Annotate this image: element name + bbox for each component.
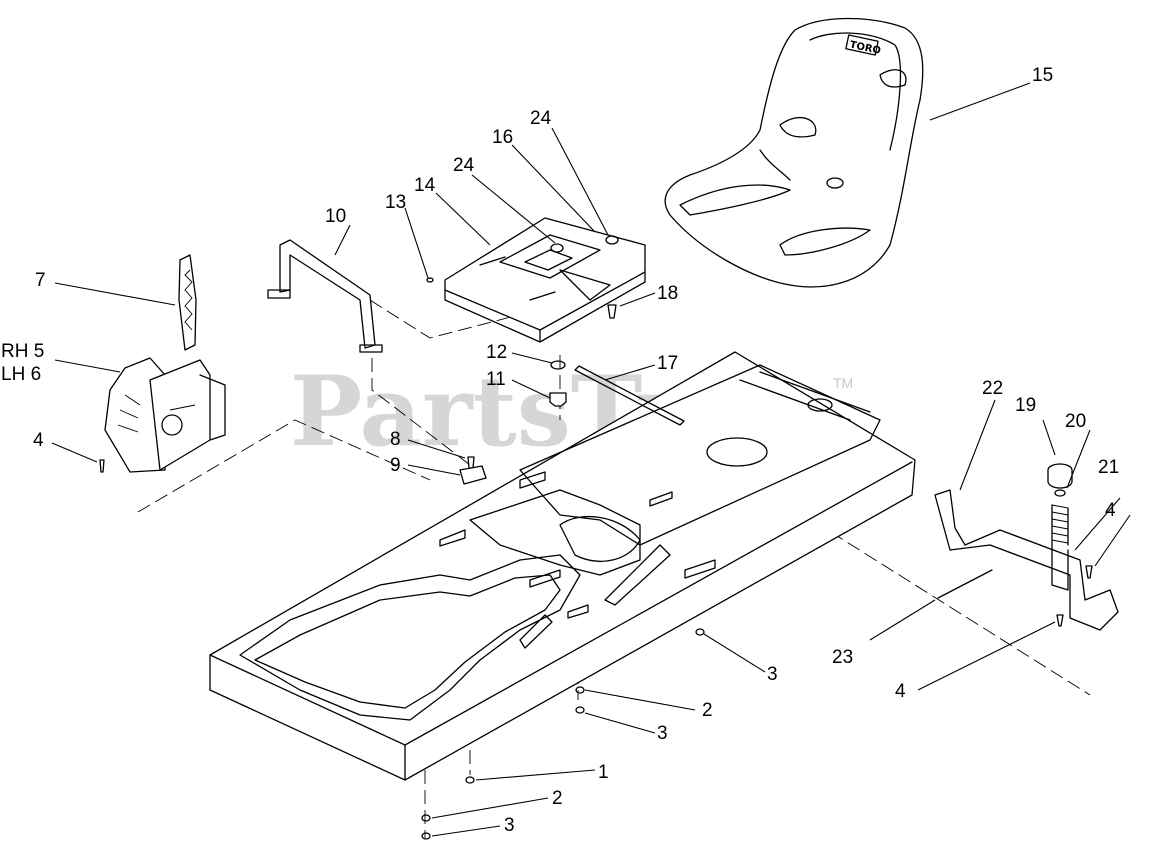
callout-18: 18 [657, 283, 678, 304]
callout-12: 12 [486, 342, 507, 363]
seat-adjust-bracket [104, 357, 226, 473]
callout-4-bottom: 4 [895, 681, 906, 702]
watermark-trademark: TM [833, 375, 853, 391]
callout-15: 15 [1032, 65, 1053, 86]
seat: TORO [664, 17, 924, 288]
seat-support-bracket [267, 239, 383, 353]
callout-7: 7 [35, 270, 46, 291]
washer-12 [550, 360, 566, 370]
clevis-9 [459, 465, 487, 485]
callout-24-mid: 24 [453, 155, 475, 176]
callout-4-left: 4 [33, 430, 44, 451]
callout-22: 22 [982, 378, 1003, 399]
callout-14: 14 [414, 175, 436, 196]
seat-pan-plate [444, 217, 646, 343]
fasteners [99, 277, 1093, 840]
callout-24-top: 24 [530, 108, 552, 129]
callout-13: 13 [385, 192, 406, 213]
callout-10: 10 [325, 206, 346, 227]
spring-assembly [934, 463, 1119, 631]
callout-rh5: RH 5 [1, 341, 44, 362]
callout-16: 16 [492, 127, 513, 148]
main-frame [209, 351, 916, 781]
callout-3-bottom: 3 [504, 815, 515, 836]
callout-21: 21 [1098, 457, 1119, 478]
serrated-rack [178, 254, 197, 351]
callout-8: 8 [390, 429, 401, 450]
callout-19: 19 [1015, 395, 1036, 416]
knob-11 [549, 392, 567, 407]
callout-2-bottom: 2 [552, 788, 563, 809]
callout-4-right: 4 [1105, 500, 1116, 521]
callout-9: 9 [390, 455, 401, 476]
rod-23 [937, 569, 993, 599]
callout-labels: 15 24 16 24 14 13 10 7 RH 5 LH 6 4 18 12… [1, 65, 1119, 836]
callout-23: 23 [832, 647, 853, 668]
callout-20: 20 [1065, 411, 1086, 432]
callout-3-mid: 3 [657, 723, 668, 744]
callout-17: 17 [657, 353, 678, 374]
rod [574, 365, 685, 426]
bolt-18 [607, 304, 617, 319]
callout-1: 1 [598, 762, 609, 783]
callout-11: 11 [486, 369, 506, 390]
leader-lines [51, 82, 1131, 837]
callout-lh6: LH 6 [1, 364, 41, 385]
callout-3-right: 3 [767, 664, 778, 685]
callout-2-right: 2 [702, 700, 713, 721]
